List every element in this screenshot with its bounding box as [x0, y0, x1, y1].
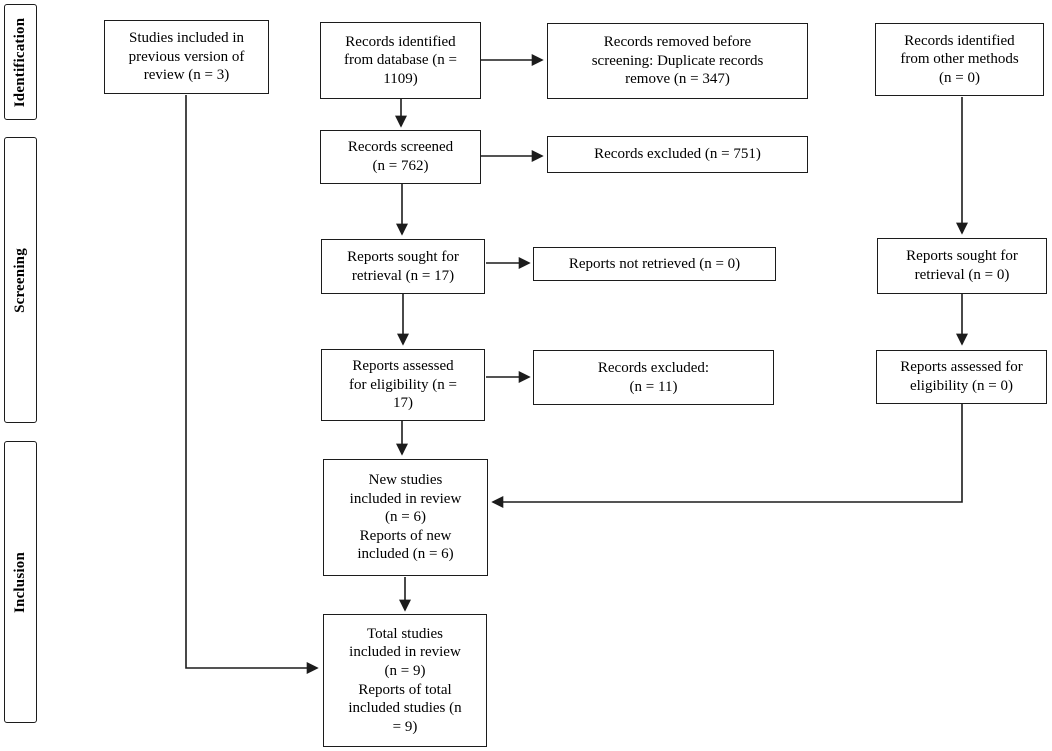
stage-inclusion: Inclusion — [4, 441, 37, 723]
node-reports-assessed-eligibility: Reports assessed for eligibility (n = 17… — [321, 349, 485, 421]
node-records-removed-before-screening: Records removed before screening: Duplic… — [547, 23, 808, 99]
node-records-excluded: Records excluded (n = 751) — [547, 136, 808, 173]
node-records-identified-database: Records identified from database (n = 11… — [320, 22, 481, 99]
node-reports-assessed-eligibility-other: Reports assessed for eligibility (n = 0) — [876, 350, 1047, 404]
node-records-identified-other-methods: Records identified from other methods (n… — [875, 23, 1044, 96]
connector-previous-to-total — [185, 95, 319, 674]
node-previous-studies: Studies included in previous version of … — [104, 20, 269, 94]
stage-inclusion-label: Inclusion — [12, 551, 28, 613]
node-records-excluded-eligibility: Records excluded: (n = 11) — [533, 350, 774, 405]
node-reports-sought-retrieval: Reports sought for retrieval (n = 17) — [321, 239, 485, 294]
node-total-studies-included: Total studies included in review (n = 9)… — [323, 614, 487, 747]
node-new-studies-included: New studies included in review (n = 6) R… — [323, 459, 488, 576]
connector-assessed0-to-newstudies — [491, 404, 963, 508]
stage-screening: Screening — [4, 137, 37, 423]
node-reports-sought-retrieval-other: Reports sought for retrieval (n = 0) — [877, 238, 1047, 294]
stage-identification-label: Identification — [12, 17, 28, 107]
stage-screening-label: Screening — [12, 247, 29, 313]
stage-identification: Identification — [4, 4, 37, 120]
node-records-screened: Records screened (n = 762) — [320, 130, 481, 184]
node-reports-not-retrieved: Reports not retrieved (n = 0) — [533, 247, 776, 281]
